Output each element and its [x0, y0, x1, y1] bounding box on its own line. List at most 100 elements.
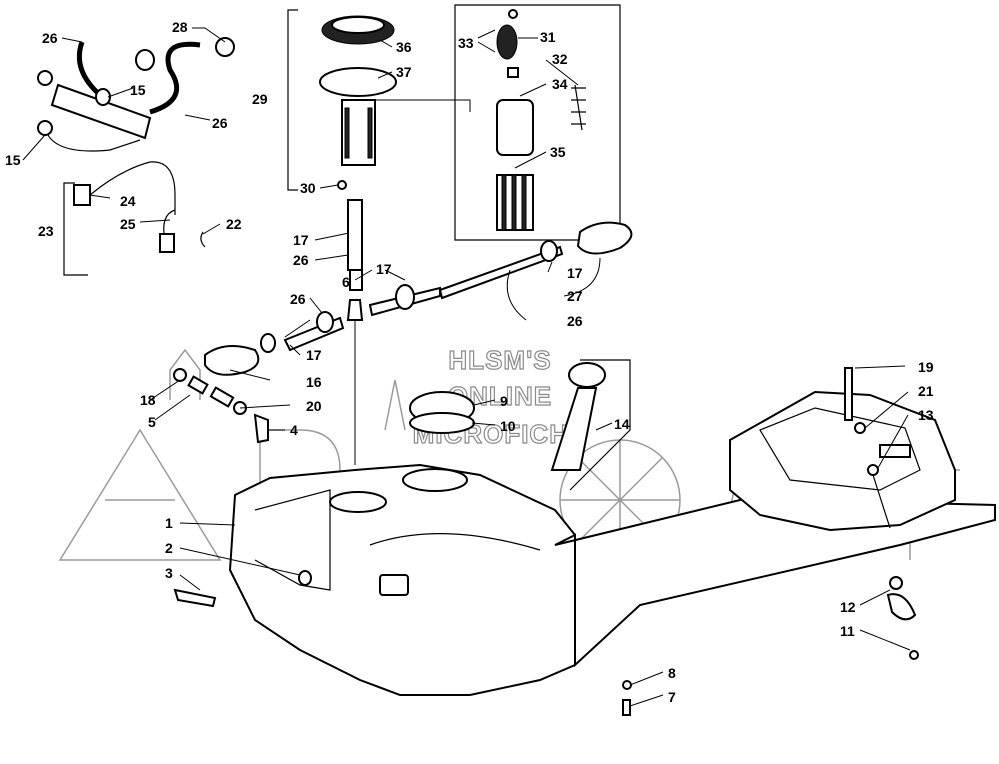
- fuel-lines: [173, 199, 633, 465]
- spring-32: [571, 84, 586, 131]
- screw-7: [622, 699, 631, 716]
- callout-25: 25: [120, 216, 136, 232]
- callout-16: 16: [306, 374, 322, 390]
- clamp-28a: [135, 49, 155, 71]
- rail-fitting-left: [37, 70, 53, 86]
- callout-31: 31: [540, 29, 556, 45]
- bracket-23: [63, 182, 88, 276]
- fuel-rail: [50, 83, 152, 140]
- callout-30: 30: [300, 180, 316, 196]
- tee-6: [346, 299, 364, 321]
- callout-28: 28: [172, 19, 188, 35]
- screw-11: [909, 650, 919, 660]
- seat-base: [554, 390, 996, 668]
- gasket-10: [409, 412, 475, 434]
- callout-13: 13: [918, 407, 934, 423]
- cap-27: [576, 221, 633, 255]
- strap-12: [886, 593, 917, 621]
- watermark: HLSM'S ONLINE MICROFICHE: [58, 344, 960, 561]
- rail-clamp-lower: [37, 120, 53, 136]
- callout-10: 10: [500, 418, 516, 434]
- callout-35: 35: [550, 144, 566, 160]
- callout-21: 21: [918, 383, 934, 399]
- callout-26: 26: [212, 115, 228, 131]
- callout-32: 32: [552, 51, 568, 67]
- drain-3: [173, 588, 217, 608]
- callout-17: 17: [376, 261, 392, 277]
- callout-20: 20: [306, 398, 322, 414]
- bracket-pump-kit: [454, 4, 621, 241]
- hose-26-long: [438, 245, 564, 300]
- callout-23: 23: [38, 223, 54, 239]
- group-brackets: [63, 4, 631, 491]
- rod-19: [844, 367, 853, 421]
- callout-4: 4: [290, 422, 298, 438]
- washer-13: [867, 464, 879, 476]
- filler-neck-center: [402, 468, 468, 492]
- washer-8: [622, 680, 632, 690]
- callout-labels: 26 28 15 26 15 29 36 37 33 31 32 34 35 3…: [5, 19, 934, 705]
- callout-5: 5: [148, 414, 156, 430]
- callout-26: 26: [42, 30, 58, 46]
- watermark-line-1: HLSM'S: [448, 345, 551, 375]
- bracket-14: [569, 359, 631, 491]
- gauge-14: [550, 387, 598, 471]
- leader-lines: [22, 27, 911, 707]
- callout-15: 15: [5, 152, 21, 168]
- clamp-15: [95, 88, 111, 106]
- hose-upper: [76, 41, 102, 97]
- hardware: [173, 367, 919, 716]
- callout-8: 8: [668, 665, 676, 681]
- grommet-2: [298, 570, 312, 586]
- callout-2: 2: [165, 540, 173, 556]
- washer-30: [337, 180, 347, 190]
- callout-17: 17: [293, 232, 309, 248]
- watermark-line-2: ONLINE: [448, 381, 552, 411]
- callout-29: 29: [252, 91, 268, 107]
- callout-33: 33: [458, 35, 474, 51]
- callout-14: 14: [614, 416, 630, 432]
- fuel-pump-kit: [496, 9, 586, 231]
- callout-27: 27: [567, 288, 583, 304]
- callout-36: 36: [396, 39, 412, 55]
- hose-26-left: [283, 316, 345, 352]
- seat-pan: [554, 499, 996, 668]
- callout-9: 9: [500, 393, 508, 409]
- callout-12: 12: [840, 599, 856, 615]
- clamp-28b: [215, 37, 235, 57]
- callout-17: 17: [306, 347, 322, 363]
- wiring-harness: [73, 161, 206, 253]
- callout-15: 15: [130, 82, 146, 98]
- callout-18: 18: [140, 392, 156, 408]
- callout-37: 37: [396, 64, 412, 80]
- callout-19: 19: [918, 359, 934, 375]
- callout-24: 24: [120, 193, 136, 209]
- callout-3: 3: [165, 565, 173, 581]
- callout-11: 11: [840, 623, 855, 639]
- hose-26-vertical: [347, 199, 363, 271]
- hose-right: [149, 41, 201, 115]
- wire-22: [200, 231, 206, 248]
- connector-24: [73, 184, 91, 206]
- callout-22: 22: [226, 216, 242, 232]
- connector-25: [159, 233, 175, 253]
- callout-26: 26: [290, 291, 306, 307]
- callout-26: 26: [567, 313, 583, 329]
- pump-34: [496, 99, 534, 156]
- clip-18: [173, 368, 187, 382]
- callout-7: 7: [668, 689, 676, 705]
- callout-26: 26: [293, 252, 309, 268]
- fuel-rail-assembly: [37, 37, 235, 152]
- callout-34: 34: [552, 76, 568, 92]
- flange-37: [319, 67, 397, 97]
- spring-31: [496, 24, 518, 60]
- filler-cap: [409, 362, 606, 471]
- callout-1: 1: [165, 515, 173, 531]
- cap-16: [204, 345, 260, 376]
- callout-17: 17: [567, 265, 583, 281]
- filler-neck-left: [329, 491, 387, 513]
- fuel-sender-assembly: [319, 15, 397, 190]
- valve-4: [253, 413, 269, 444]
- bracket-29: [287, 9, 298, 191]
